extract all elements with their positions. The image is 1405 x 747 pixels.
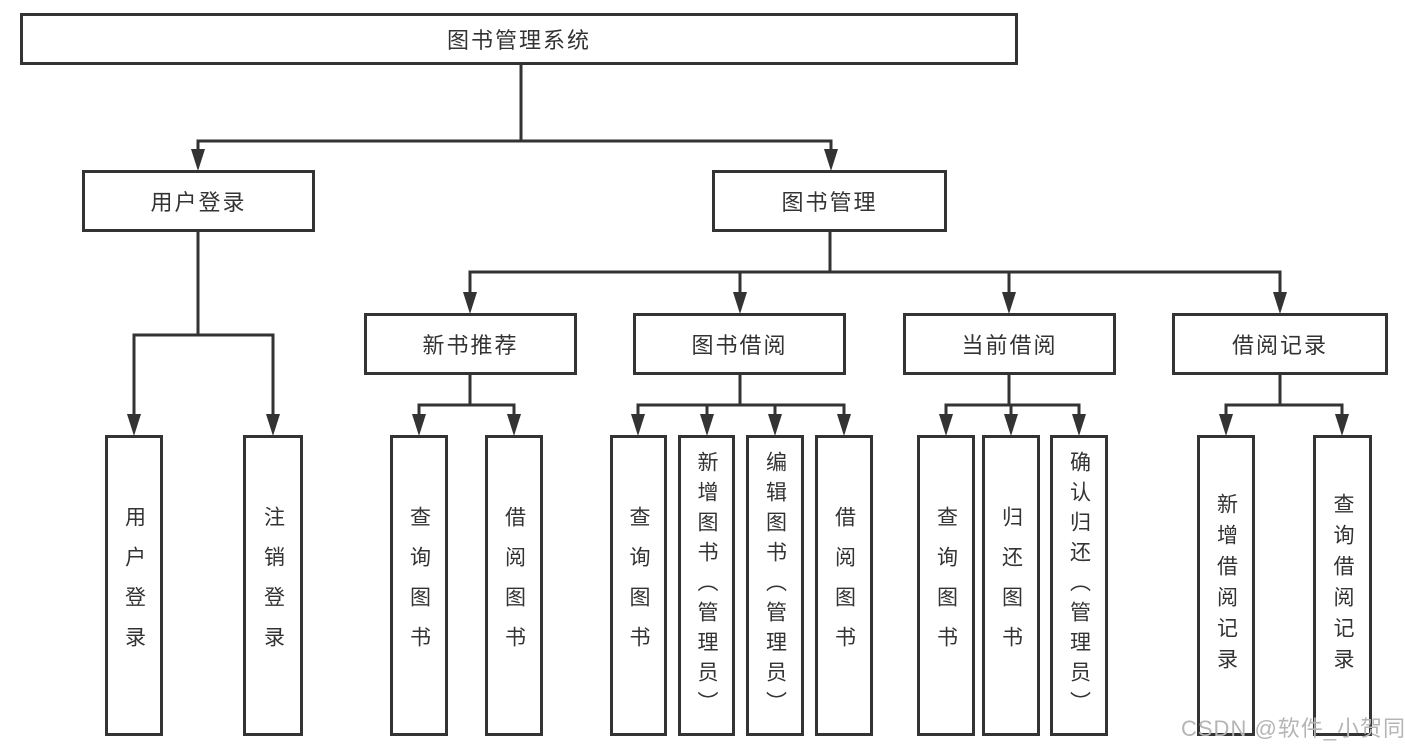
- node-book-mgmt: 图书管理: [712, 170, 947, 232]
- arrowhead-current: [1002, 292, 1016, 314]
- node-borrow-records: 借阅记录: [1172, 313, 1388, 375]
- arrowhead-login-leaf: [127, 414, 141, 436]
- leaf-bb-borrow-books: 借阅图书: [815, 435, 873, 736]
- arrowhead-nb-query: [412, 414, 426, 436]
- leaf-cb-query-books: 查询图书: [917, 435, 975, 736]
- arrowhead-logout-leaf: [266, 414, 280, 436]
- node-user-login-label: 用户登录: [150, 190, 247, 215]
- leaf-bb-edit-books-admin: 编辑图书（管理员）: [746, 435, 804, 736]
- leaf-nb-query-books: 查询图书: [390, 435, 448, 736]
- node-user-login: 用户登录: [82, 170, 315, 232]
- leaf-cb-confirm-return-admin-label: 确认归还（管理员）: [1067, 450, 1091, 721]
- arrowhead-bb-add: [700, 414, 714, 436]
- arrowhead-cb-confirm: [1072, 414, 1086, 436]
- leaf-bb-borrow-books-label: 借阅图书: [832, 505, 856, 666]
- leaf-user-login: 用户登录: [105, 435, 163, 736]
- node-book-borrowing: 图书借阅: [633, 313, 846, 375]
- node-root-system: 图书管理系统: [20, 13, 1018, 65]
- leaf-cb-return-books-label: 归还图书: [999, 505, 1023, 666]
- leaf-br-query-record: 查询借阅记录: [1313, 435, 1372, 736]
- arrowhead-borrowing: [733, 292, 747, 314]
- leaf-nb-borrow-books-label: 借阅图书: [502, 505, 526, 666]
- arrowhead-records: [1273, 292, 1287, 314]
- node-new-books: 新书推荐: [364, 313, 577, 375]
- leaf-bb-query-books: 查询图书: [610, 435, 667, 736]
- arrowhead-bb-query: [631, 414, 645, 436]
- leaf-cb-return-books: 归还图书: [982, 435, 1040, 736]
- arrowhead-cb-query: [939, 414, 953, 436]
- node-current-borrow: 当前借阅: [903, 313, 1116, 375]
- arrowhead-br-query: [1335, 414, 1349, 436]
- leaf-nb-borrow-books: 借阅图书: [485, 435, 543, 736]
- leaf-nb-query-books-label: 查询图书: [407, 505, 431, 666]
- arrowhead-bb-borrow: [837, 414, 851, 436]
- leaf-logout-label: 注销登录: [261, 505, 285, 666]
- leaf-bb-add-books-admin: 新增图书（管理员）: [678, 435, 735, 736]
- arrowhead-user-login: [191, 149, 205, 171]
- leaf-br-add-record: 新增借阅记录: [1197, 435, 1255, 736]
- leaf-logout: 注销登录: [243, 435, 303, 736]
- leaf-br-query-record-label: 查询借阅记录: [1331, 492, 1354, 679]
- arrowhead-book-mgmt: [824, 149, 838, 171]
- node-root-label: 图书管理系统: [446, 28, 591, 53]
- node-borrow-records-label: 借阅记录: [1231, 333, 1328, 358]
- arrowhead-br-add: [1219, 414, 1233, 436]
- node-book-borrowing-label: 图书借阅: [691, 333, 788, 358]
- node-current-borrow-label: 当前借阅: [961, 333, 1058, 358]
- leaf-bb-add-books-admin-label: 新增图书（管理员）: [695, 450, 718, 721]
- node-book-mgmt-label: 图书管理: [781, 190, 878, 215]
- leaf-cb-confirm-return-admin: 确认归还（管理员）: [1050, 435, 1108, 736]
- leaf-bb-edit-books-admin-label: 编辑图书（管理员）: [763, 450, 787, 721]
- node-new-books-label: 新书推荐: [422, 333, 519, 358]
- arrowhead-new-books: [463, 292, 477, 314]
- arrowhead-cb-return: [1004, 414, 1018, 436]
- leaf-br-add-record-label: 新增借阅记录: [1214, 492, 1238, 679]
- arrowhead-bb-edit: [768, 414, 782, 436]
- leaf-cb-query-books-label: 查询图书: [934, 505, 958, 666]
- leaf-user-login-label: 用户登录: [122, 505, 146, 666]
- leaf-bb-query-books-label: 查询图书: [627, 505, 650, 666]
- arrowhead-nb-borrow: [507, 414, 521, 436]
